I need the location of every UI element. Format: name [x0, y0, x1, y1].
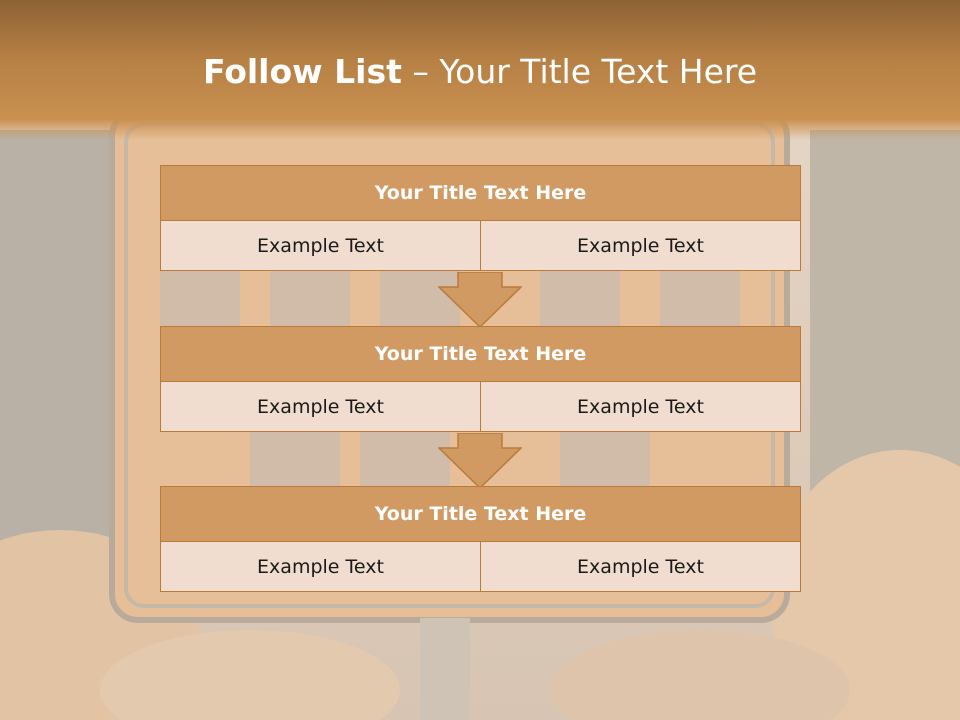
block-title: Your Title Text Here	[160, 326, 801, 382]
block-cell: Example Text	[160, 221, 481, 271]
block-row: Example Text Example Text	[160, 542, 801, 592]
block-cell: Example Text	[160, 382, 481, 432]
block-cell: Example Text	[481, 382, 801, 432]
slide-title-bold: Follow List	[202, 52, 402, 91]
follow-list-block-1: Your Title Text Here Example Text Exampl…	[160, 165, 801, 271]
block-title: Your Title Text Here	[160, 165, 801, 221]
block-cell: Example Text	[160, 542, 481, 592]
down-arrow-icon	[438, 272, 522, 328]
block-row: Example Text Example Text	[160, 221, 801, 271]
header-band	[0, 0, 960, 140]
down-arrow-icon	[438, 433, 522, 489]
block-cell: Example Text	[481, 221, 801, 271]
block-title: Your Title Text Here	[160, 486, 801, 542]
slide-title: Follow List – Your Title Text Here	[0, 52, 960, 91]
slide-title-rest: – Your Title Text Here	[401, 52, 758, 91]
follow-list-block-3: Your Title Text Here Example Text Exampl…	[160, 486, 801, 592]
block-row: Example Text Example Text	[160, 382, 801, 432]
block-cell: Example Text	[481, 542, 801, 592]
follow-list-block-2: Your Title Text Here Example Text Exampl…	[160, 326, 801, 432]
